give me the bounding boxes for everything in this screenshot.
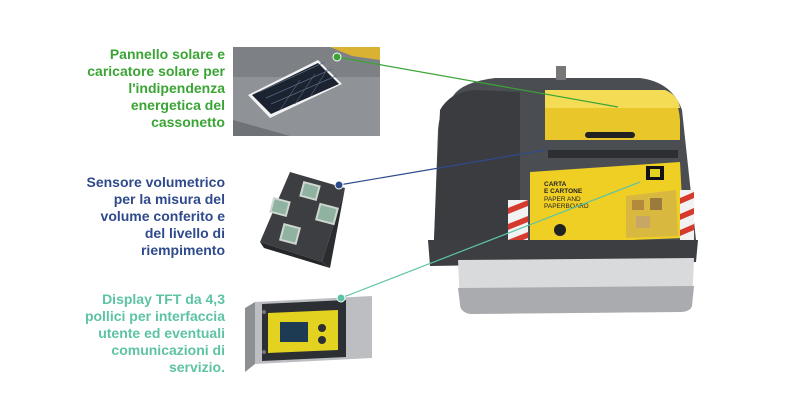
solar-caption-line: caricatore solare per [87, 63, 225, 79]
display-caption: Display TFT da 4,3 pollici per interfacc… [85, 291, 225, 376]
solar-caption-line: Pannello solare e [109, 46, 225, 62]
bin-label-line-3: PAPER AND [544, 196, 581, 203]
display-leader [336, 181, 641, 303]
display-caption-line: pollici per interfaccia [84, 308, 225, 324]
sensor-caption: Sensore volumetrico per la misura del vo… [87, 174, 226, 259]
tft-display-icon [245, 296, 372, 372]
display-caption-line: Display TFT da 4,3 [102, 291, 225, 307]
solar-caption-line: cassonetto [151, 114, 225, 130]
sensor-caption-line: per la misura del [113, 191, 225, 207]
volumetric-sensor-icon [260, 172, 345, 268]
display-caption-line: utente ed eventuali [98, 325, 225, 341]
solar-caption-line: l'indipendenza [128, 80, 225, 96]
sensor-caption-line: Sensore volumetrico [86, 174, 226, 190]
display-caption-line: comunicazioni di [111, 342, 225, 358]
bin-label: CARTA E CARTONE PAPER AND PAPERBOARD [544, 181, 589, 210]
solar-caption-line: energetica del [130, 97, 225, 113]
solar-panel-caption: Pannello solare e caricatore solare per … [87, 46, 225, 131]
waste-bin-icon [428, 66, 698, 314]
sensor-caption-line: del livello di [144, 225, 225, 241]
solar-leader [332, 52, 619, 108]
solar-panel-icon [248, 60, 342, 118]
sensor-leader [334, 149, 546, 190]
display-caption-line: servizio. [168, 359, 225, 375]
bin-label-line-1: CARTA [544, 181, 567, 188]
sensor-caption-line: riempimento [140, 242, 225, 258]
sensor-caption-line: volume conferito e [100, 208, 225, 224]
bin-label-line-2: E CARTONE [544, 188, 583, 195]
solar-panel-image [233, 47, 380, 136]
bin-label-line-4: PAPERBOARD [544, 203, 589, 210]
